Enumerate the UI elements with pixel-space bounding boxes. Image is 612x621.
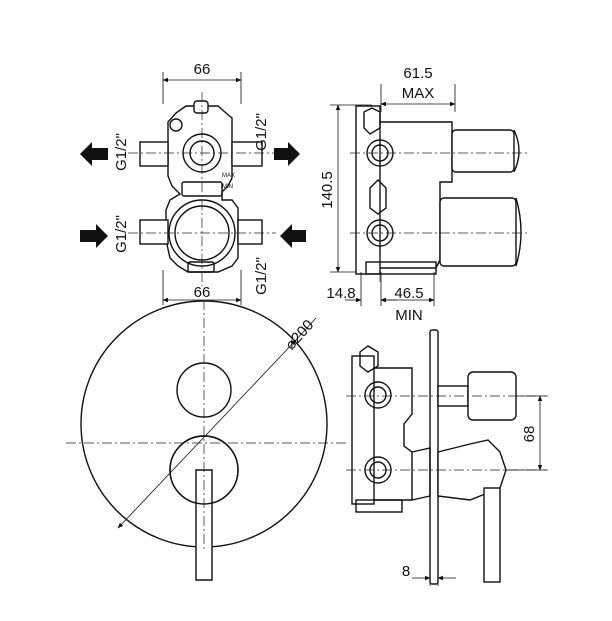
min-mark: MIN xyxy=(222,184,233,190)
bottom-width-dimension: 66 xyxy=(194,284,211,301)
min-depth-label: MIN xyxy=(395,307,423,324)
plate-thickness-dimension: 8 xyxy=(402,563,410,580)
top-width-dimension: 66 xyxy=(194,61,211,78)
max-mark: MAX xyxy=(222,173,235,179)
thread-label-top-right: G1/2" xyxy=(253,113,270,151)
offset-dimension: 14.8 xyxy=(326,285,355,302)
thread-label-bottom-left: G1/2" xyxy=(113,215,130,253)
installed-side-view: 68 8 xyxy=(346,329,548,586)
min-depth-value: 46.5 xyxy=(394,285,423,302)
thread-label-top-left: G1/2" xyxy=(113,133,130,171)
max-depth-value: 61.5 xyxy=(403,65,432,82)
height-dimension: 140.5 xyxy=(319,171,336,209)
thread-label-bottom-right: G1/2" xyxy=(253,257,270,295)
front-view: 66 66 MAX MIN xyxy=(80,61,306,305)
side-view: 61.5 MAX 140.5 14.8 46.5 xyxy=(319,65,528,324)
spacing-dimension: 68 xyxy=(521,426,538,443)
flow-arrow-in-bottom-left xyxy=(80,224,108,248)
flow-arrow-in-bottom-right xyxy=(280,224,306,248)
plate-view: ⌀200 xyxy=(66,300,346,581)
max-depth-label: MAX xyxy=(402,85,435,102)
flow-arrow-right-top xyxy=(274,142,300,166)
flow-arrow-left-top xyxy=(80,142,108,166)
